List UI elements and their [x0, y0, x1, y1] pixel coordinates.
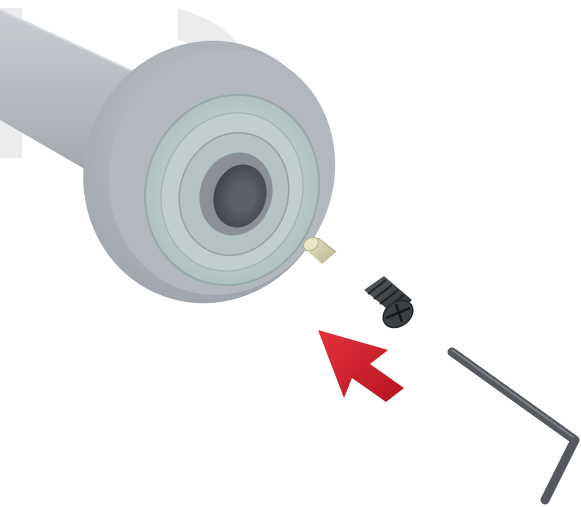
screw	[364, 276, 418, 333]
arrow-insert-icon	[318, 330, 404, 402]
hex-key	[452, 350, 575, 500]
knob-housing	[0, 8, 367, 336]
